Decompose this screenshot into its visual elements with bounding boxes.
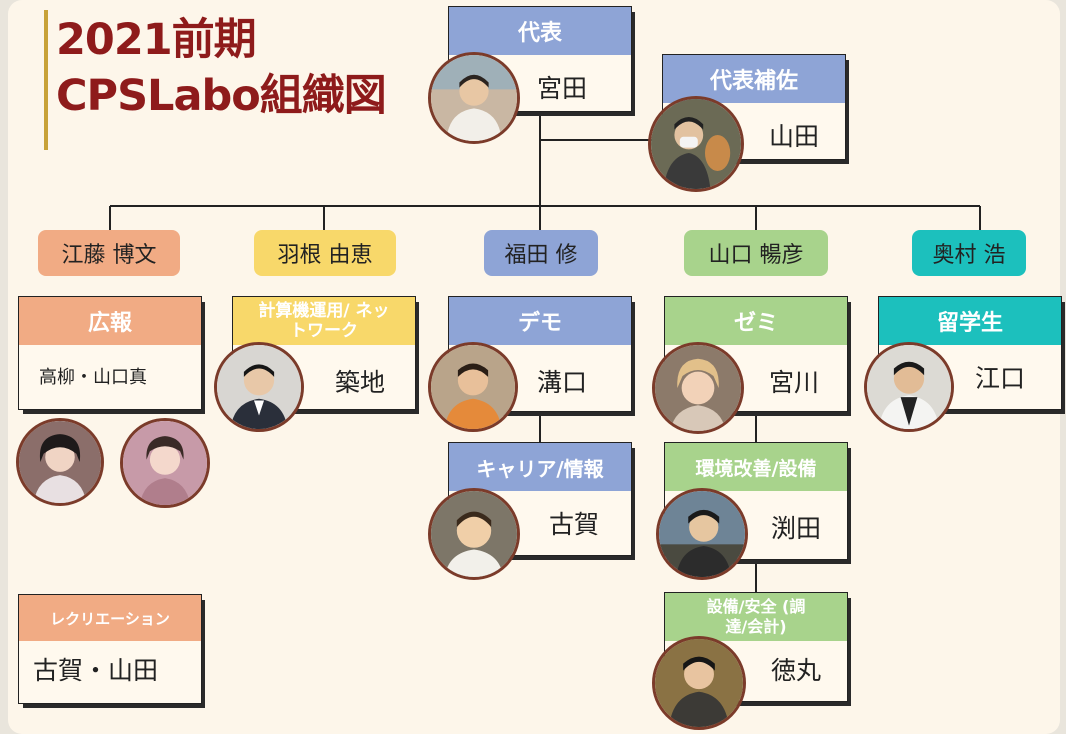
environment-name: 渕田 xyxy=(771,514,822,543)
environment-avatar xyxy=(656,488,748,580)
manager-tag-yamaguchi: 山口 暢彦 xyxy=(684,230,828,276)
title-accent-bar xyxy=(44,10,48,150)
person-photo-icon xyxy=(867,345,951,429)
leader-box: 代表 宮田 xyxy=(448,6,632,112)
safety-avatar xyxy=(652,636,746,730)
recreation-role: レクリエーション xyxy=(19,595,201,641)
demo-role: デモ xyxy=(449,297,631,345)
demo-avatar xyxy=(428,342,518,432)
person-photo-icon xyxy=(431,55,517,141)
pr-role: 広報 xyxy=(19,297,201,345)
person-photo-icon xyxy=(655,639,743,727)
connector-lines xyxy=(109,112,981,592)
person-photo-icon xyxy=(651,99,741,189)
recreation-box: レクリエーション 古賀・山田 xyxy=(18,594,202,704)
person-photo-icon xyxy=(19,421,101,503)
pr-avatar-2 xyxy=(120,418,210,508)
intl-avatar xyxy=(864,342,954,432)
seminar-name: 宮川 xyxy=(769,368,820,397)
chart-title: 2021前期 CPSLabo組織図 xyxy=(56,12,387,124)
leader-name: 宮田 xyxy=(537,74,588,103)
network-name: 築地 xyxy=(335,368,386,397)
pr-members: 高柳・山口真 xyxy=(39,367,147,388)
safety-name: 徳丸 xyxy=(771,656,822,685)
pr-avatar-1 xyxy=(16,418,104,506)
network-role: 計算機運用/ ネットワーク xyxy=(233,297,415,345)
safety-role: 設備/安全 (調達/会計) xyxy=(665,593,847,641)
demo-name: 溝口 xyxy=(537,368,588,397)
leader-role: 代表 xyxy=(449,7,631,55)
deputy-avatar xyxy=(648,96,744,192)
career-role: キャリア/情報 xyxy=(449,443,631,491)
manager-tag-eto: 江藤 博文 xyxy=(38,230,180,276)
org-chart-canvas: 2021前期 CPSLabo組織図 代表 宮田 代表補佐 山田 江藤 博文 羽根… xyxy=(8,0,1062,734)
manager-tag-fukuda: 福田 修 xyxy=(484,230,598,276)
intl-name: 江口 xyxy=(975,364,1026,393)
network-avatar xyxy=(214,342,304,432)
recreation-members: 古賀・山田 xyxy=(33,656,159,685)
person-photo-icon xyxy=(659,491,745,577)
environment-role: 環境改善/設備 xyxy=(665,443,847,491)
intl-role: 留学生 xyxy=(879,297,1061,345)
career-name: 古賀 xyxy=(549,510,600,539)
deputy-role: 代表補佐 xyxy=(663,55,845,103)
title-line-1: 2021前期 xyxy=(56,15,257,65)
manager-tag-hane: 羽根 由恵 xyxy=(254,230,396,276)
seminar-avatar xyxy=(652,342,744,434)
person-photo-icon xyxy=(217,345,301,429)
manager-tag-okumura: 奥村 浩 xyxy=(912,230,1026,276)
person-photo-icon xyxy=(123,421,207,505)
career-avatar xyxy=(428,488,520,580)
title-line-2: CPSLabo組織図 xyxy=(56,71,387,121)
pr-box: 広報 高柳・山口真 xyxy=(18,296,202,410)
person-photo-icon xyxy=(431,345,515,429)
leader-avatar xyxy=(428,52,520,144)
person-photo-icon xyxy=(655,345,741,431)
seminar-role: ゼミ xyxy=(665,297,847,345)
deputy-name: 山田 xyxy=(769,122,820,151)
person-photo-icon xyxy=(431,491,517,577)
